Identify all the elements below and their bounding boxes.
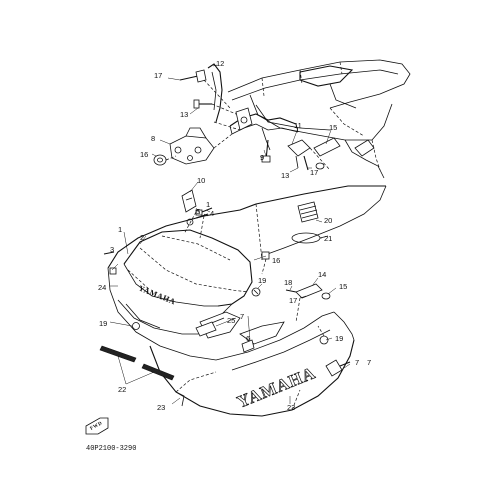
callout-9: 9 — [260, 153, 264, 162]
leader-lines — [109, 64, 351, 405]
callout-12: 12 — [216, 59, 224, 68]
callout-20: 20 — [324, 216, 332, 225]
callout-11: 11 — [294, 121, 302, 130]
callout-19-right: 19 — [335, 334, 343, 343]
upper-fairing — [107, 185, 387, 361]
callout-8: 8 — [151, 134, 155, 143]
callout-22: 22 — [118, 385, 126, 394]
callout-2: 2 — [140, 233, 144, 242]
callout-1-right: 7 — [367, 358, 371, 367]
callout-16-lower: 16 — [272, 256, 280, 265]
stay-bracket-assembly — [153, 63, 341, 171]
drawing-number: 40P2100-3290 — [86, 445, 136, 453]
callout-13-upper: 13 — [180, 110, 188, 119]
callout-3: 3 — [110, 245, 114, 254]
callout-19-center: 19 — [258, 276, 266, 285]
callout-16-upper: 16 — [140, 150, 148, 159]
small-components — [99, 201, 351, 407]
callout-23-left: 23 — [157, 403, 165, 412]
callout-17-mid: 17 — [310, 168, 318, 177]
brand-logo-lower: YAMAHA — [234, 363, 318, 412]
callout-13-lower: 13 — [281, 171, 289, 180]
brand-logo-upper: YAMAHA — [137, 284, 177, 307]
callout-23-right: 23 — [287, 403, 295, 412]
fwd-label: FWD — [90, 421, 104, 432]
callout-1-upper: 1 — [206, 200, 210, 209]
callout-15-upper: 15 — [329, 123, 337, 132]
callout-5: 5 — [196, 207, 200, 216]
callout-19-left: 19 — [99, 319, 107, 328]
callout-4: 4 — [210, 209, 214, 218]
callout-21: 21 — [324, 234, 332, 243]
callout-10: 10 — [197, 176, 205, 185]
callout-6: 6 — [246, 334, 250, 343]
callout-7-right: 7 — [355, 358, 359, 367]
callout-14: 14 — [318, 270, 326, 279]
callout-15-lower: 15 — [339, 282, 347, 291]
callout-17-upper: 17 — [154, 71, 162, 80]
callout-25: 25 — [227, 316, 235, 325]
callout-17-lower: 17 — [289, 296, 297, 305]
callout-18: 18 — [284, 278, 292, 287]
callout-24: 24 — [98, 283, 106, 292]
callout-labels: 12 17 13 8 16 11 15 9 13 17 10 1 2 3 24 … — [98, 59, 371, 412]
callout-1-left: 1 — [118, 225, 122, 234]
frame-section — [227, 59, 411, 179]
callout-7-center: 7 — [240, 312, 244, 321]
fwd-arrow-icon: FWD — [85, 417, 109, 435]
